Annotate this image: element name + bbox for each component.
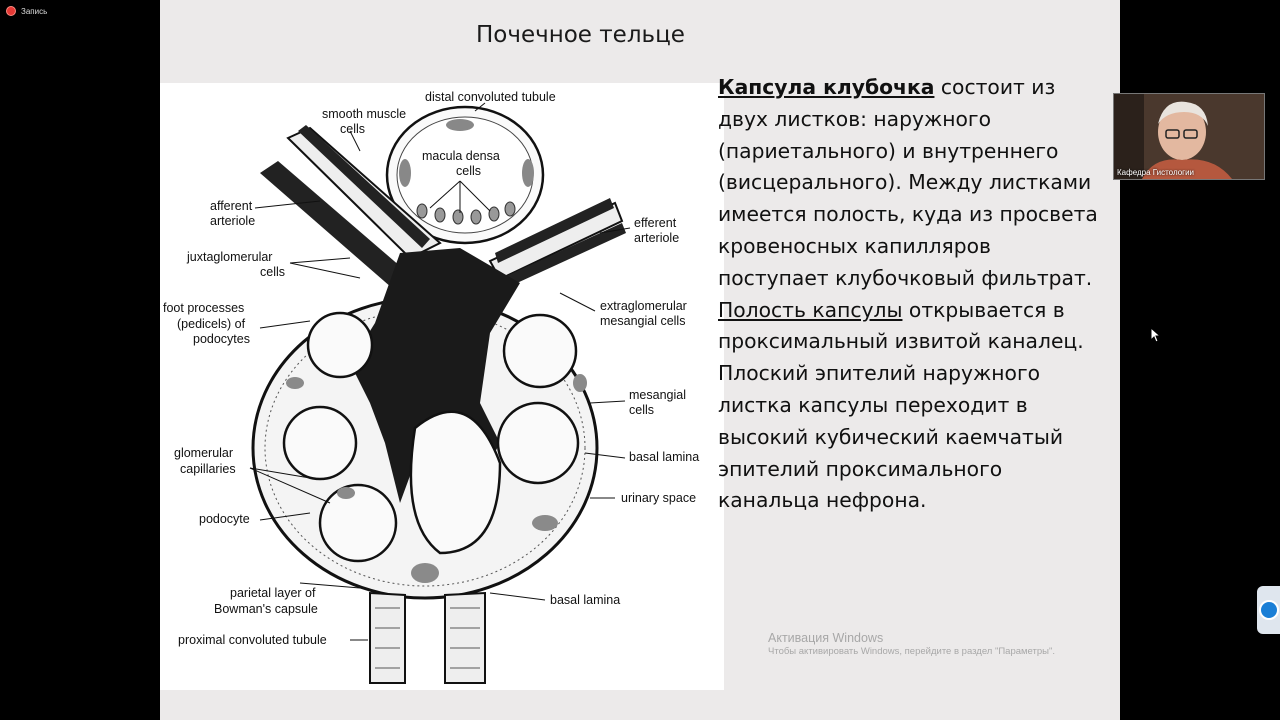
figure-label-smooth-muscle: smooth muscle [322, 107, 407, 121]
watermark-subtitle: Чтобы активировать Windows, перейдите в … [768, 646, 1055, 657]
teamviewer-badge[interactable] [1257, 586, 1280, 634]
presentation-slide: Почечное тельце [160, 0, 1120, 720]
figure-label-smooth-muscle-cells: cells [340, 122, 366, 136]
figure-label-afferent: afferent [210, 199, 253, 213]
term-glomerular-capsule: Капсула клубочка [718, 75, 935, 99]
figure-label-efferent: efferent [634, 216, 677, 230]
watermark-title: Активация Windows [768, 631, 884, 645]
recording-indicator: Запись [6, 6, 47, 16]
figure-label-basal-lamina-2: basal lamina [550, 593, 621, 607]
figure-label-podocyte: podocyte [199, 512, 250, 526]
figure-label-podocytes: podocytes [193, 332, 250, 346]
figure-label-mesangial: mesangial [629, 388, 686, 402]
paragraph-1-part-a: состоит из двух листков: наружного (пари… [718, 75, 1098, 290]
term-capsule-cavity: Полость капсулы [718, 297, 903, 322]
figure-label-extraglomerular-mesangial: mesangial cells [600, 314, 686, 328]
figure-label-foot-processes: foot processes [163, 301, 245, 315]
record-dot-icon [6, 6, 16, 16]
windows-activation-watermark: Активация Windows Чтобы активировать Win… [768, 631, 1055, 657]
slide-title: Почечное тельце [476, 22, 685, 48]
figure-label-glomerular-capillaries: capillaries [180, 462, 236, 476]
renal-corpuscle-drawing [249, 102, 631, 684]
figure-label-macula-densa-cells: cells [456, 164, 482, 178]
figure-label-afferent-arteriole: arteriole [210, 214, 256, 228]
slide-body-text: Капсула клубочка состоит из двух листков… [718, 72, 1098, 517]
teamviewer-icon [1258, 600, 1279, 620]
participant-video[interactable]: Кафедра Гистологии [1113, 93, 1265, 180]
participant-name: Кафедра Гистологии [1117, 168, 1195, 177]
figure-label-urinary-space: urinary space [621, 491, 697, 505]
participant-avatar [1114, 94, 1264, 179]
figure-label-extraglomerular: extraglomerular [600, 299, 687, 313]
figure-label-macula-densa: macula densa [422, 149, 500, 163]
figure-label-basal-lamina: basal lamina [629, 450, 700, 464]
renal-corpuscle-diagram: distal convoluted tubule smooth muscle c… [160, 83, 724, 690]
figure-label-parietal-layer: parietal layer of [230, 586, 316, 600]
paragraph-1-part-b: открывается в проксимальный извитой кана… [718, 297, 1084, 354]
mouse-cursor-icon [1150, 327, 1160, 343]
figure-label-juxtaglomerular-cells: cells [260, 265, 286, 279]
figure-label-bowmans-capsule: Bowman's capsule [214, 602, 318, 616]
figure-label-pedicels: (pedicels) of [177, 317, 246, 331]
figure-label-proximal-tubule: proximal convoluted tubule [178, 633, 327, 647]
figure-label-glomerular: glomerular [174, 446, 234, 460]
figure-label-efferent-arteriole: arteriole [634, 231, 680, 245]
paragraph-2: Плоский эпителий наружного листка капсул… [718, 361, 1064, 513]
recording-label: Запись [21, 6, 48, 16]
figure-label-mesangial-cells: cells [629, 403, 655, 417]
figure-label-juxtaglomerular: juxtaglomerular [187, 250, 273, 264]
figure-label-distal-tubule: distal convoluted tubule [425, 90, 556, 104]
